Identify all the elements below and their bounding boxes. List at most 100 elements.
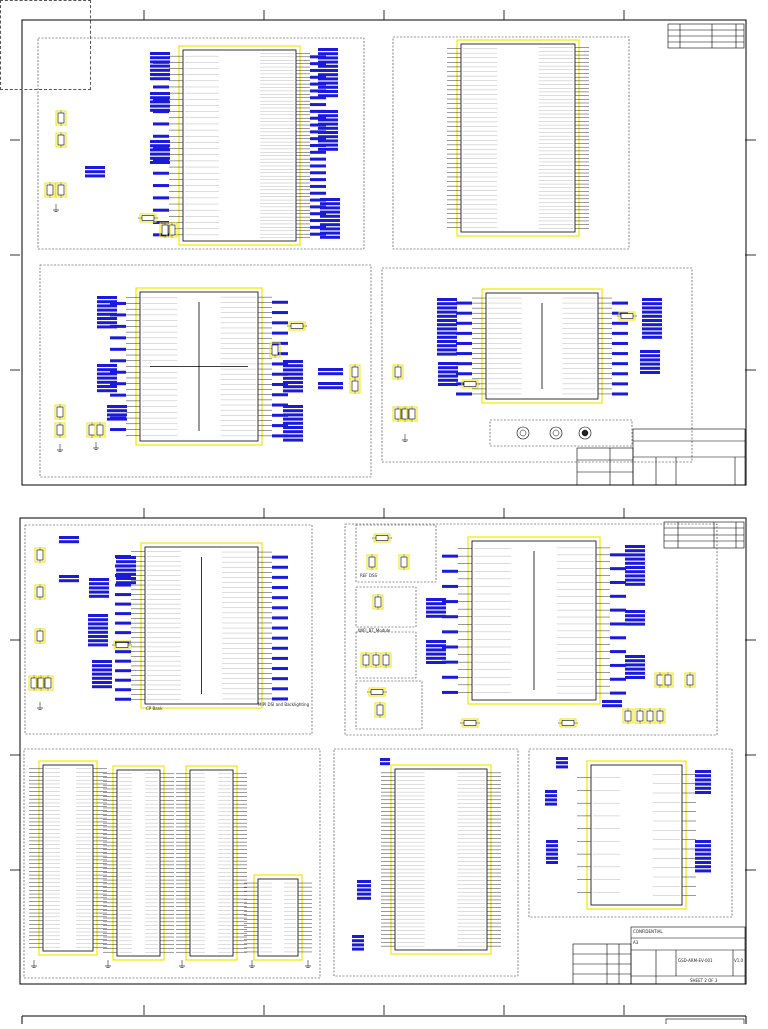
ic-component[interactable] [456,288,628,404]
ic-component[interactable] [244,874,312,961]
net-label[interactable] [625,622,645,626]
net-label[interactable] [357,884,371,888]
net-label[interactable] [426,610,446,614]
net-label[interactable] [318,90,338,93]
net-label[interactable] [437,327,457,331]
net-label[interactable] [110,428,126,432]
passive-component[interactable] [372,594,384,610]
net-label[interactable] [320,206,340,210]
net-label[interactable] [283,389,303,393]
net-label[interactable] [546,840,558,843]
net-label[interactable] [283,381,303,384]
net-label[interactable] [602,700,622,703]
passive-component[interactable] [34,584,46,600]
net-label[interactable] [612,392,628,396]
net-label[interactable] [318,147,338,151]
net-label[interactable] [456,392,472,396]
net-label[interactable] [110,336,126,340]
net-label[interactable] [88,618,108,622]
net-label[interactable] [153,85,169,89]
passive-component[interactable] [28,675,40,691]
net-label[interactable] [310,191,326,195]
net-label[interactable] [456,362,472,366]
net-label[interactable] [92,681,112,684]
net-label[interactable] [318,126,338,130]
net-label[interactable] [85,174,105,178]
net-label[interactable] [695,774,711,778]
net-label[interactable] [272,393,288,397]
net-label[interactable] [272,656,288,660]
net-label[interactable] [320,219,340,222]
net-label[interactable] [59,575,79,578]
net-label[interactable] [357,880,371,883]
net-label[interactable] [437,344,457,348]
net-label[interactable] [556,761,568,765]
net-label[interactable] [310,103,326,107]
net-label[interactable] [612,341,628,345]
net-label[interactable] [610,677,626,681]
net-label[interactable] [318,69,338,72]
net-label[interactable] [272,596,288,600]
net-label[interactable] [116,581,136,585]
net-label[interactable] [640,371,660,374]
net-label[interactable] [695,840,711,843]
net-label[interactable] [610,594,626,598]
net-label[interactable] [320,214,340,218]
net-label[interactable] [642,323,662,327]
net-label[interactable] [442,675,458,679]
net-label[interactable] [97,376,117,380]
net-label[interactable] [116,577,136,580]
passive-component[interactable] [55,182,67,198]
net-label[interactable] [437,352,457,356]
net-label[interactable] [88,635,108,638]
net-label[interactable] [442,645,458,649]
net-label[interactable] [110,359,126,363]
net-label[interactable] [272,687,288,691]
passive-component[interactable] [349,378,361,394]
net-label[interactable] [642,302,662,306]
net-label[interactable] [150,104,170,108]
net-label[interactable] [642,335,662,339]
net-label[interactable] [438,366,458,370]
net-label[interactable] [283,421,303,425]
net-label[interactable] [318,77,338,81]
net-label[interactable] [426,656,446,660]
passive-component[interactable] [35,675,47,691]
net-label[interactable] [625,676,645,679]
net-label[interactable] [150,161,170,164]
net-label[interactable] [625,578,645,582]
net-label[interactable] [150,77,170,81]
net-label[interactable] [115,593,131,597]
net-label[interactable] [153,208,169,212]
net-label[interactable] [92,672,112,676]
net-label[interactable] [272,616,288,620]
net-label[interactable] [310,212,326,216]
net-label[interactable] [456,331,472,335]
net-label[interactable] [438,370,458,374]
net-label[interactable] [612,301,628,305]
net-label[interactable] [546,852,558,856]
net-label[interactable] [272,606,288,610]
net-label[interactable] [59,579,79,583]
passive-component[interactable] [380,652,392,668]
net-label[interactable] [625,618,645,622]
net-label[interactable] [625,659,645,663]
passive-component[interactable] [374,702,386,718]
passive-component[interactable] [287,321,307,331]
net-label[interactable] [642,319,662,322]
net-label[interactable] [318,386,343,390]
net-label[interactable] [97,308,117,312]
net-label[interactable] [153,196,169,200]
net-label[interactable] [426,640,446,643]
net-label[interactable] [442,660,458,664]
net-label[interactable] [116,564,136,568]
net-label[interactable] [352,943,364,947]
passive-component[interactable] [366,554,378,570]
net-label[interactable] [107,417,127,421]
net-label[interactable] [426,606,446,610]
net-label[interactable] [97,372,117,376]
net-label[interactable] [318,114,338,118]
net-label[interactable] [437,310,457,314]
net-label[interactable] [437,340,457,343]
net-label[interactable] [426,648,446,652]
